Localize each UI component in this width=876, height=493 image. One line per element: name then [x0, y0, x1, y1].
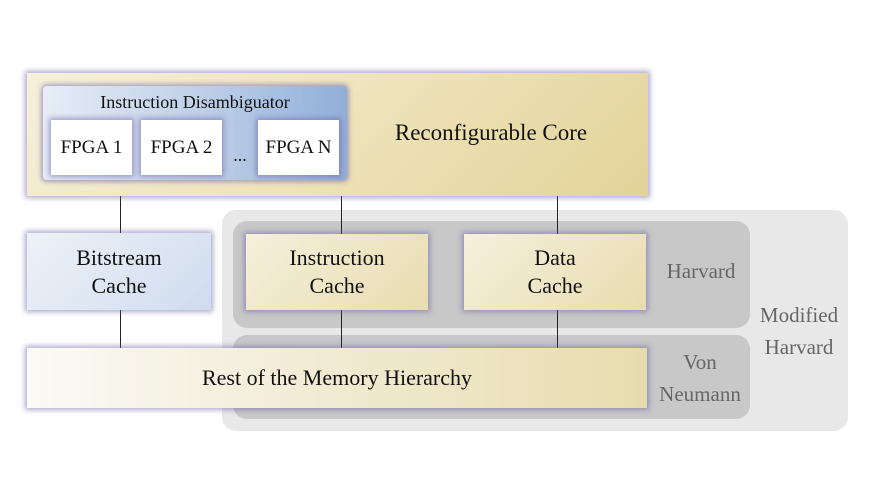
data-cache-line2: Cache: [527, 273, 583, 298]
modified-harvard-label-line2: Harvard: [764, 335, 834, 359]
fpga-2-box: FPGA 2: [141, 120, 222, 175]
connector-core-icache: [340, 196, 342, 234]
connector-core-dcache: [556, 196, 558, 234]
von-neumann-label-line1: Von: [683, 350, 717, 374]
connector-dcache-memory: [556, 310, 558, 348]
data-cache-line1: Data: [534, 245, 576, 270]
instruction-cache-line1: Instruction: [289, 245, 385, 270]
fpga-n-box: FPGA N: [258, 120, 339, 175]
bitstream-cache-line2: Cache: [91, 272, 147, 298]
memory-hierarchy-box: Rest of the Memory Hierarchy: [27, 348, 647, 408]
modified-harvard-label-line1: Modified: [759, 303, 839, 327]
fpga-1-box: FPGA 1: [51, 120, 132, 175]
instruction-disambiguator-label: Instruction Disambiguator: [100, 91, 290, 112]
von-neumann-label-line2: Neumann: [659, 382, 741, 406]
bitstream-cache-line1: Bitstream: [76, 244, 162, 270]
reconfigurable-core-label: Reconfigurable Core: [394, 120, 588, 145]
connector-disambiguator-bitstream: [119, 180, 121, 233]
connector-icache-memory: [340, 310, 342, 348]
harvard-label: Harvard: [666, 259, 736, 283]
fpga-ellipsis: ...: [233, 144, 247, 165]
instruction-cache-line2: Cache: [309, 273, 365, 298]
connector-bitstream-memory: [119, 310, 121, 348]
